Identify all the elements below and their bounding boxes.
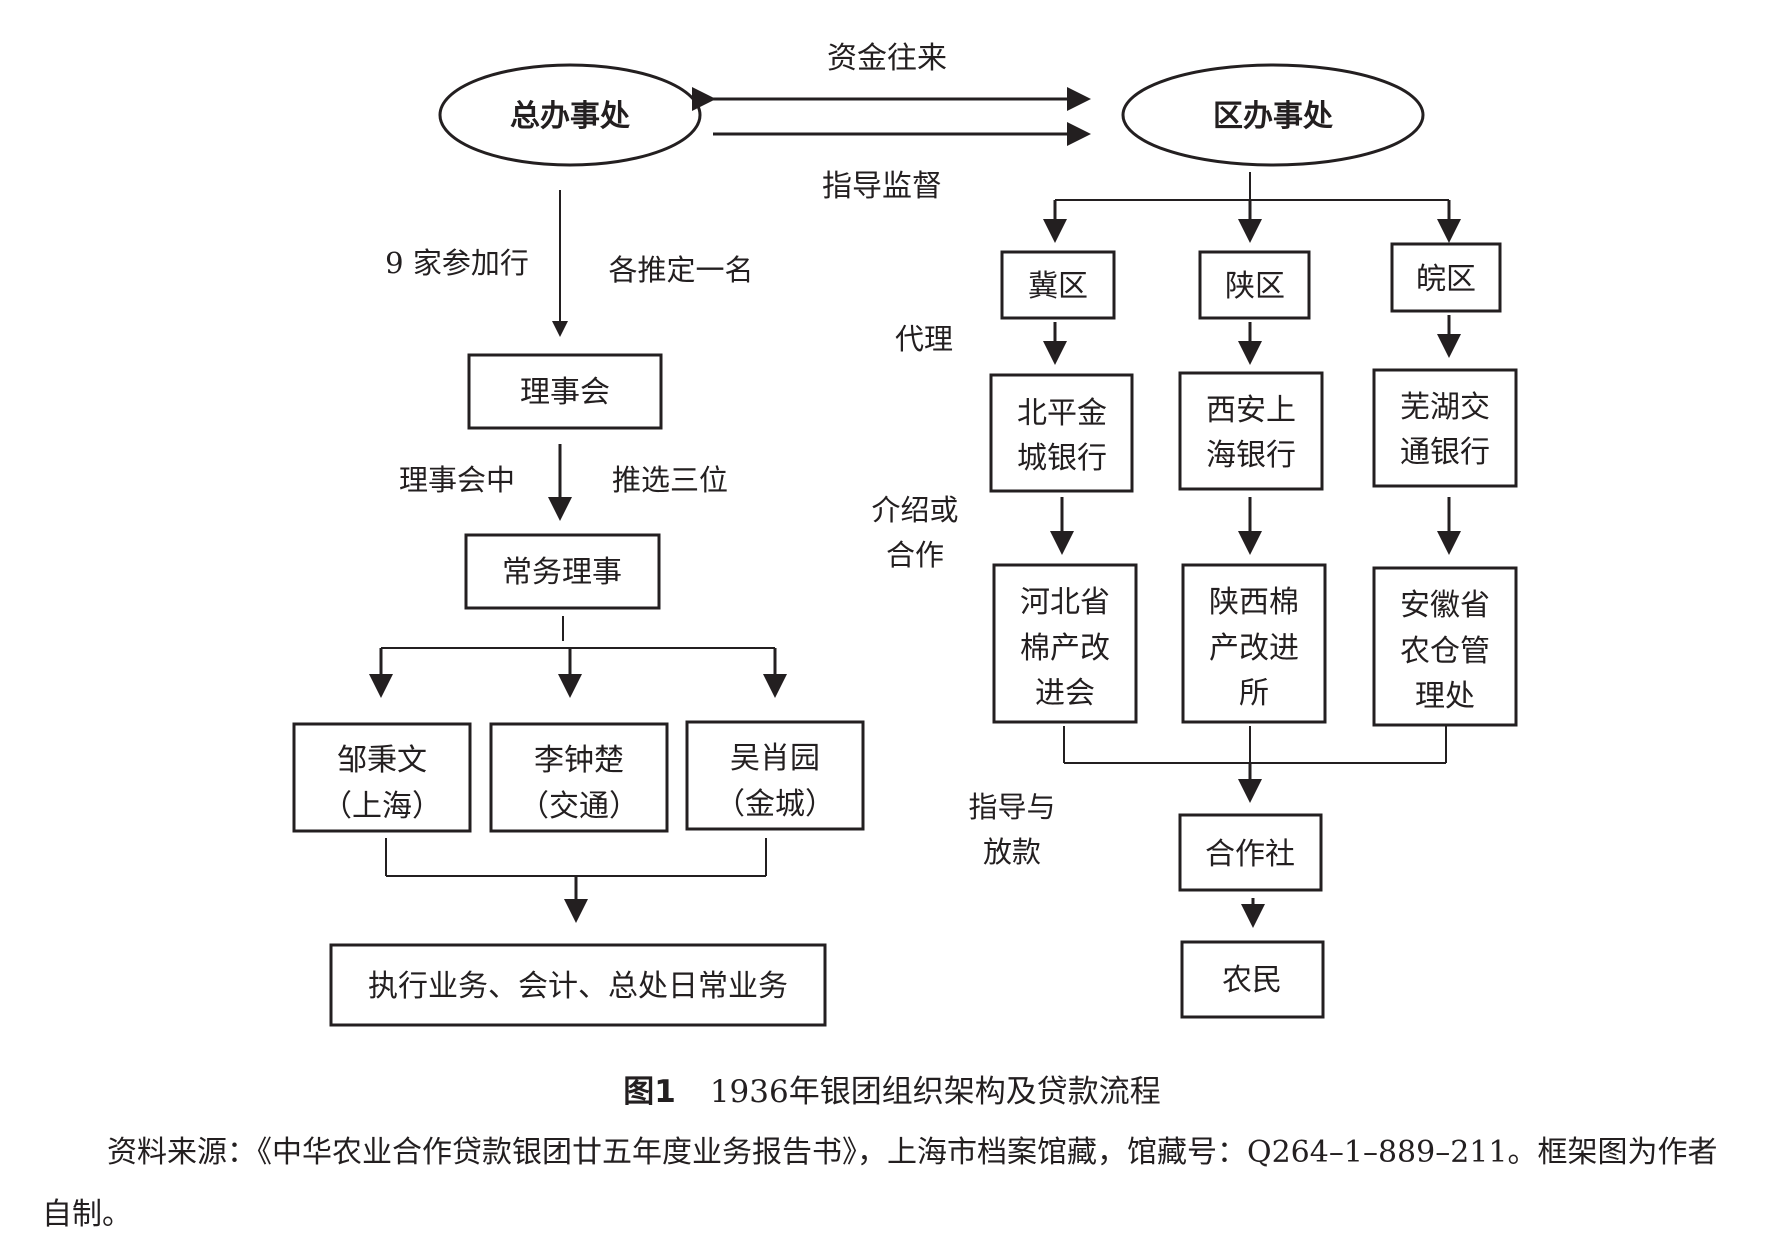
svg-text:陕区: 陕区	[1225, 269, 1285, 304]
district-office-node: 区办事处	[1121, 63, 1425, 167]
svg-text:冀区: 冀区	[1028, 269, 1088, 304]
standing-director-node: 常务理事	[464, 533, 661, 610]
figure-number: 图1	[623, 1074, 676, 1110]
svg-text:陕西棉: 陕西棉	[1209, 585, 1299, 620]
svg-text:总办事处: 总办事处	[510, 99, 630, 134]
members-label-right: 各推定一名	[608, 253, 753, 287]
svg-text:常务理事: 常务理事	[502, 555, 622, 590]
cooperative-node: 合作社	[1178, 813, 1323, 892]
anhui-granary-management-node: 安徽省 农仓管 理处	[1372, 566, 1518, 727]
supervise-label: 指导监督	[822, 169, 942, 204]
svg-text:城银行: 城银行	[1017, 441, 1107, 476]
svg-text:（上海）: （上海）	[322, 789, 442, 824]
region-wan-node: 皖区	[1390, 242, 1502, 313]
svg-text:安徽省: 安徽省	[1400, 588, 1490, 623]
farmer-node: 农民	[1180, 940, 1325, 1019]
svg-text:进会: 进会	[1035, 676, 1095, 711]
agent-label: 代理	[895, 322, 953, 356]
region-shaan-node: 陕区	[1198, 250, 1311, 320]
figure-title: 1936年银团组织架构及贷款流程	[709, 1074, 1161, 1110]
svg-text:（交通）: （交通）	[519, 789, 639, 824]
svg-text:农仓管: 农仓管	[1400, 634, 1490, 669]
svg-text:区办事处: 区办事处	[1213, 99, 1333, 134]
guide-label-line1: 指导与	[968, 790, 1055, 824]
head-office-node: 总办事处	[438, 63, 702, 167]
bank-wuhu-jiaotong-node: 芜湖交 通银行	[1372, 368, 1518, 488]
svg-text:执行业务、会计、总处日常业务: 执行业务、会计、总处日常业务	[368, 969, 788, 1004]
region-ji-node: 冀区	[1000, 250, 1116, 320]
bank-xian-shanghai-node: 西安上 海银行	[1178, 371, 1324, 491]
svg-text:理处: 理处	[1415, 679, 1475, 714]
intro-label-line1: 介绍或	[871, 493, 958, 527]
funds-label: 资金往来	[827, 41, 947, 76]
svg-text:产改进: 产改进	[1209, 631, 1299, 666]
svg-text:通银行: 通银行	[1400, 435, 1490, 470]
svg-text:芜湖交: 芜湖交	[1400, 390, 1490, 425]
svg-text:棉产改: 棉产改	[1020, 631, 1110, 666]
member-zou-node: 邹秉文 （上海）	[292, 722, 472, 833]
elect-label-right: 推选三位	[612, 463, 728, 497]
svg-text:合作社: 合作社	[1205, 837, 1295, 872]
intro-label-line2: 合作	[886, 538, 944, 572]
svg-text:吴肖园: 吴肖园	[730, 741, 820, 776]
svg-text:李钟楚: 李钟楚	[534, 743, 624, 778]
svg-text:海银行: 海银行	[1206, 438, 1296, 473]
elect-label-left: 理事会中	[399, 463, 515, 497]
bank-beiping-jincheng-node: 北平金 城银行	[989, 373, 1134, 493]
hebei-cotton-improvement-node: 河北省 棉产改 进会	[992, 563, 1138, 724]
operations-node: 执行业务、会计、总处日常业务	[329, 943, 827, 1027]
member-wu-node: 吴肖园 （金城）	[685, 720, 865, 831]
svg-text:北平金: 北平金	[1017, 396, 1107, 431]
svg-text:邹秉文: 邹秉文	[337, 743, 427, 778]
source-note: 资料来源：《中华农业合作贷款银团廿五年度业务报告书》，上海市档案馆藏，馆藏号：Q…	[42, 1135, 1718, 1232]
figure-caption: 图1 1936年银团组织架构及贷款流程	[0, 1066, 1784, 1111]
guide-label-line2: 放款	[983, 835, 1041, 869]
board-node: 理事会	[467, 353, 663, 430]
svg-text:农民: 农民	[1222, 963, 1282, 998]
svg-text:西安上: 西安上	[1206, 393, 1296, 428]
shaanxi-cotton-improvement-node: 陕西棉 产改进 所	[1181, 563, 1327, 724]
organization-flowchart: 总办事处 区办事处 资金往来 指导监督 9 家参加行 各推定一名 理事会 理事会…	[292, 41, 1518, 1027]
svg-text:理事会: 理事会	[520, 375, 610, 410]
svg-text:皖区: 皖区	[1416, 262, 1476, 297]
member-li-node: 李钟楚 （交通）	[489, 722, 669, 833]
svg-text:河北省: 河北省	[1020, 585, 1110, 620]
members-label-left: 9 家参加行	[385, 246, 529, 280]
svg-text:所: 所	[1239, 676, 1269, 711]
svg-text:（金城）: （金城）	[715, 787, 835, 822]
